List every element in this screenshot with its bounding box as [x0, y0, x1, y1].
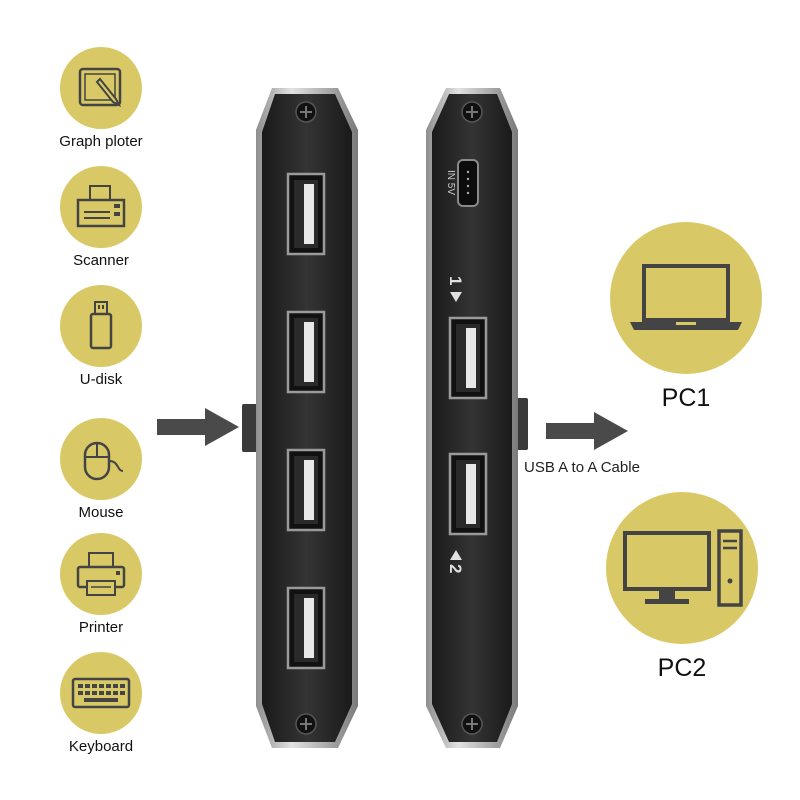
arrow-right-icon [546, 412, 628, 450]
usb-port [286, 448, 326, 532]
scanner-icon [76, 185, 126, 228]
arrow-marker-icon [450, 550, 462, 560]
device-circle [60, 285, 142, 367]
device-keyboard: Keyboard [55, 652, 147, 755]
pc-label: PC2 [657, 654, 707, 682]
power-label: IN 5V [445, 170, 456, 195]
panel-face [432, 94, 512, 742]
pc1-item: PC1 [610, 222, 762, 413]
device-label: Printer [78, 619, 124, 636]
power-port [457, 159, 479, 207]
device-label: Keyboard [68, 738, 134, 755]
keyboard-icon [71, 677, 131, 709]
port1-label: 1 [446, 276, 465, 285]
pc-circle [610, 222, 762, 374]
port1-marker: 1 [446, 276, 465, 302]
cable-label: USB A to A Cable [524, 459, 640, 476]
device-label: Graph ploter [59, 133, 143, 150]
screw-icon [461, 101, 483, 123]
device-label: Mouse [78, 504, 124, 521]
screw-icon [461, 713, 483, 735]
device-circle [60, 47, 142, 129]
usb-port [448, 452, 488, 536]
usb-port [286, 310, 326, 394]
pc2-item: PC2 [606, 492, 758, 683]
port2-label: 2 [446, 564, 465, 573]
switch-back-panel: IN 5V 1 2 [426, 88, 528, 748]
screw-icon [295, 713, 317, 735]
device-u-disk: U-disk [55, 285, 147, 388]
desktop-computer-icon [623, 529, 743, 607]
switch-front-panel [242, 88, 358, 748]
device-circle [60, 418, 142, 500]
mouse-icon [83, 441, 124, 481]
device-mouse: Mouse [55, 418, 147, 521]
pc-label: PC1 [661, 384, 711, 412]
device-circle [60, 652, 142, 734]
usb-port [286, 172, 326, 256]
panel-face [262, 94, 352, 742]
device-circle [60, 533, 142, 615]
device-circle [60, 166, 142, 248]
device-graph-ploter: Graph ploter [55, 47, 147, 150]
device-label: Scanner [73, 252, 129, 269]
usb-port [286, 586, 326, 670]
arrow-right-icon [157, 408, 239, 446]
usb-drive-icon [89, 301, 113, 350]
arrow-marker-icon [450, 292, 462, 302]
screw-icon [295, 101, 317, 123]
side-connector [242, 404, 258, 452]
laptop-icon [630, 264, 742, 330]
usb-port [448, 316, 488, 400]
port2-marker: 2 [446, 550, 465, 573]
printer-icon [76, 552, 126, 596]
pc-circle [606, 492, 758, 644]
device-scanner: Scanner [55, 166, 147, 269]
device-label: U-disk [79, 371, 123, 388]
device-printer: Printer [55, 533, 147, 636]
tablet-pen-icon [78, 67, 122, 108]
